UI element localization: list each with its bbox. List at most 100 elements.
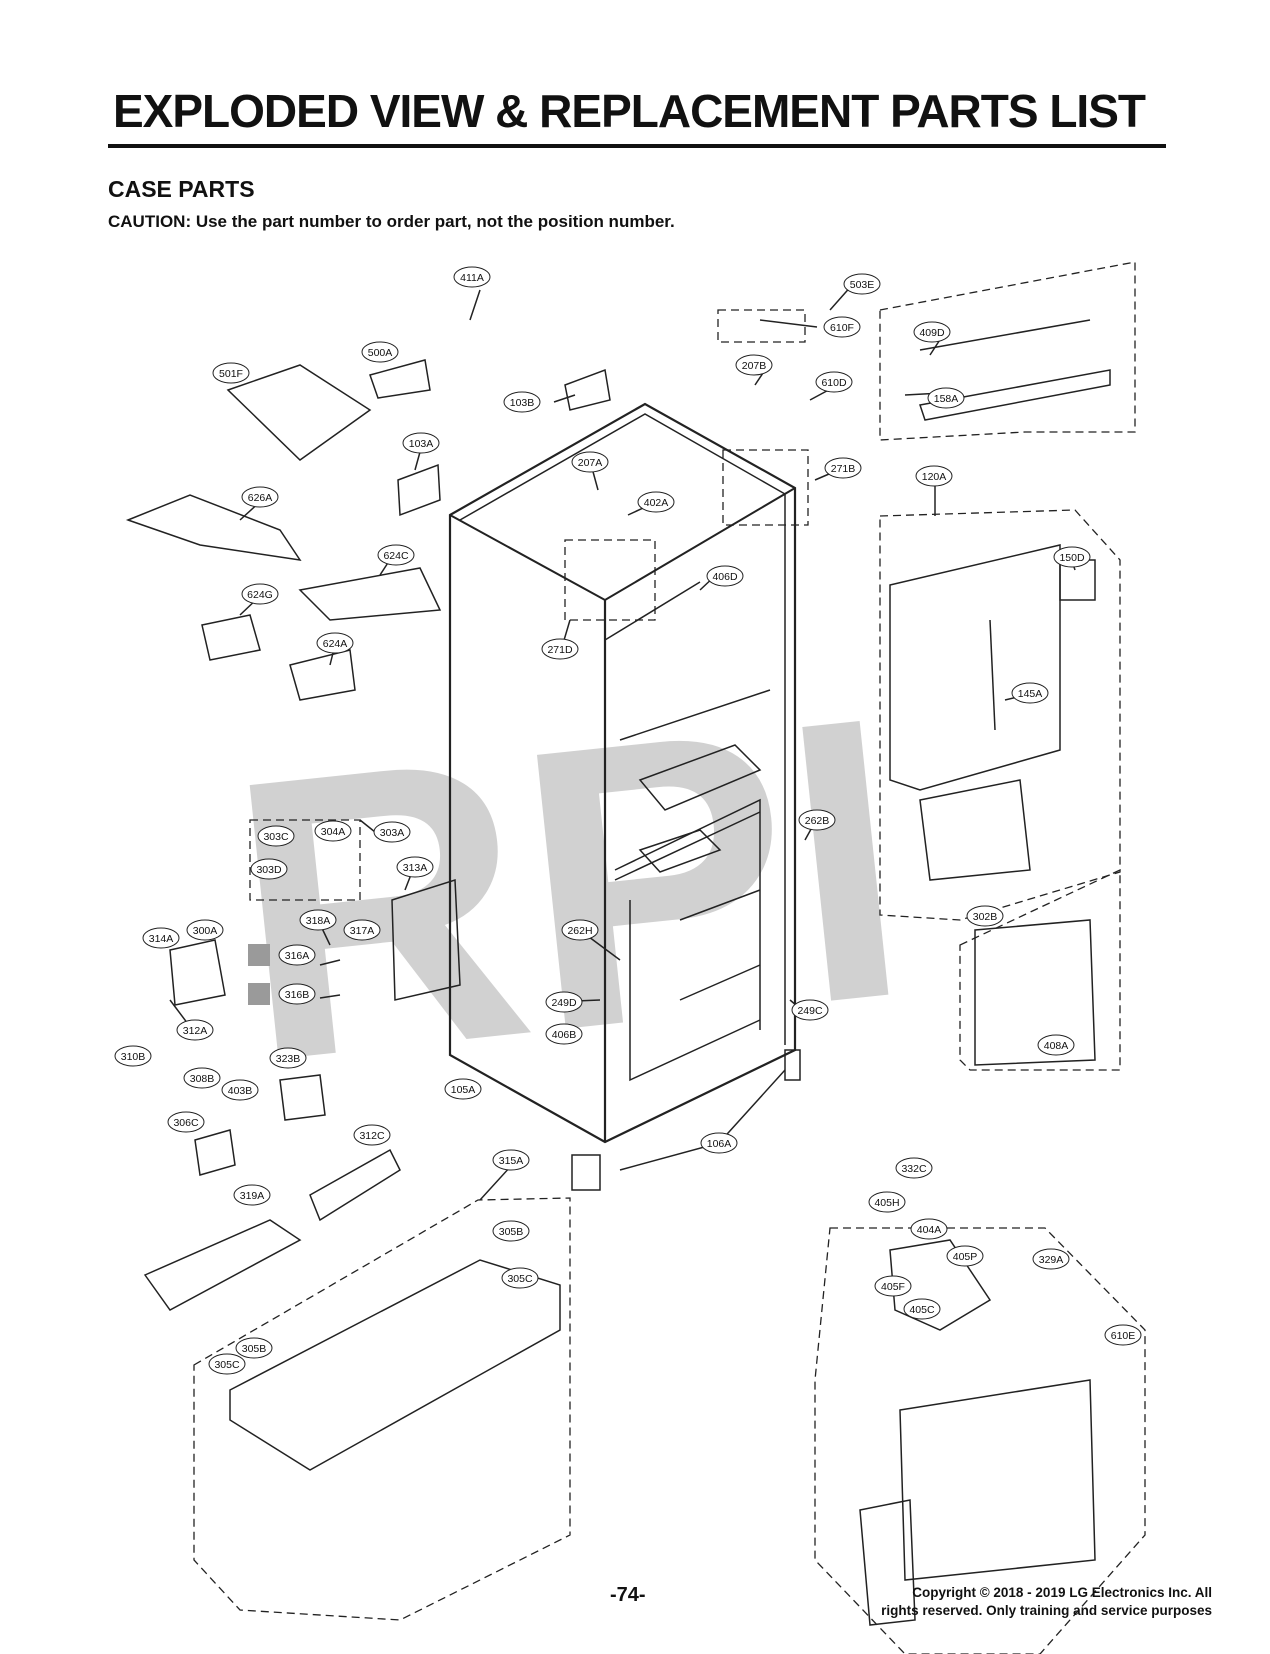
callout-label: 406B bbox=[552, 1029, 577, 1041]
callout-302B: 302B bbox=[966, 905, 1004, 927]
callout-120A: 120A bbox=[915, 465, 953, 487]
callout-label: 158A bbox=[934, 393, 959, 405]
callout-624C: 624C bbox=[377, 544, 415, 566]
callout-500A: 500A bbox=[361, 341, 399, 363]
callout-label: 303A bbox=[380, 827, 405, 839]
callout-label: 145A bbox=[1018, 688, 1043, 700]
copyright-line-1: Copyright © 2018 - 2019 LG Electronics I… bbox=[912, 1585, 1212, 1600]
callout-label: 402A bbox=[644, 497, 669, 509]
callout-303C: 303C bbox=[257, 825, 295, 847]
callout-label: 305B bbox=[499, 1226, 524, 1238]
callout-label: 332C bbox=[901, 1163, 927, 1175]
callout-label: 305C bbox=[214, 1359, 240, 1371]
callout-313A: 313A bbox=[396, 856, 434, 878]
callout-304A: 304A bbox=[314, 820, 352, 842]
callout-312A: 312A bbox=[176, 1019, 214, 1041]
callout-305B: 305B bbox=[492, 1220, 530, 1242]
callout-label: 303C bbox=[263, 831, 289, 843]
copyright-notice: Copyright © 2018 - 2019 LG Electronics I… bbox=[792, 1584, 1212, 1620]
callout-label: 120A bbox=[922, 471, 947, 483]
callout-405F: 405F bbox=[874, 1275, 912, 1297]
callout-103B: 103B bbox=[503, 391, 541, 413]
callout-158A: 158A bbox=[927, 387, 965, 409]
callout-label: 302B bbox=[973, 911, 998, 923]
callout-label: 271D bbox=[547, 644, 573, 656]
callout-402A: 402A bbox=[637, 491, 675, 513]
callout-409D: 409D bbox=[913, 321, 951, 343]
callout-label: 262B bbox=[805, 815, 830, 827]
callout-label: 406D bbox=[712, 571, 738, 583]
callout-329A: 329A bbox=[1032, 1248, 1070, 1270]
callout-label: 318A bbox=[306, 915, 331, 927]
callout-403B: 403B bbox=[221, 1079, 259, 1101]
watermark: RPI bbox=[214, 632, 924, 1146]
callout-label: 501F bbox=[219, 368, 243, 380]
callout-label: 312C bbox=[359, 1130, 385, 1142]
callout-label: 610F bbox=[830, 322, 854, 334]
callout-label: 304A bbox=[321, 826, 346, 838]
callout-label: 315A bbox=[499, 1155, 524, 1167]
callout-label: 405C bbox=[909, 1304, 935, 1316]
callout-150D: 150D bbox=[1053, 546, 1091, 568]
callout-label: 105A bbox=[451, 1084, 476, 1096]
callout-271D: 271D bbox=[541, 638, 579, 660]
callout-310B: 310B bbox=[114, 1045, 152, 1067]
callout-label: 411A bbox=[460, 272, 484, 284]
callout-label: 207B bbox=[742, 360, 767, 372]
callout-406B: 406B bbox=[545, 1023, 583, 1045]
callout-207A: 207A bbox=[571, 451, 609, 473]
callout-label: 300A bbox=[193, 925, 218, 937]
callout-624G: 624G bbox=[241, 583, 279, 605]
callout-label: 405H bbox=[874, 1197, 899, 1209]
callout-label: 610E bbox=[1111, 1330, 1136, 1342]
caution-note: CAUTION: Use the part number to order pa… bbox=[108, 212, 675, 231]
callout-314A: 314A bbox=[142, 927, 180, 949]
callout-label: 626A bbox=[248, 492, 273, 504]
callout-label: 408A bbox=[1044, 1040, 1069, 1052]
callout-label: 106A bbox=[707, 1138, 732, 1150]
callout-503E: 503E bbox=[843, 273, 881, 295]
callout-315A: 315A bbox=[492, 1149, 530, 1171]
callout-label: 319A bbox=[240, 1190, 265, 1202]
callout-label: 103B bbox=[510, 397, 535, 409]
callout-626A: 626A bbox=[241, 486, 279, 508]
callout-label: 314A bbox=[149, 933, 174, 945]
callout-404A: 404A bbox=[910, 1218, 948, 1240]
callout-610E: 610E bbox=[1104, 1324, 1142, 1346]
callout-610D: 610D bbox=[815, 371, 853, 393]
callout-label: 500A bbox=[368, 347, 393, 359]
callout-label: 306C bbox=[173, 1117, 199, 1129]
callout-label: 207A bbox=[578, 457, 603, 469]
callout-label: 150D bbox=[1059, 552, 1085, 564]
callout-303D: 303D bbox=[250, 858, 288, 880]
callout-610F: 610F bbox=[823, 316, 861, 338]
callout-label: 312A bbox=[183, 1025, 208, 1037]
callout-label: 313A bbox=[403, 862, 428, 874]
page-title: EXPLODED VIEW & REPLACEMENT PARTS LIST bbox=[113, 85, 1146, 137]
callout-332C: 332C bbox=[895, 1157, 933, 1179]
callout-305C: 305C bbox=[208, 1353, 246, 1375]
callout-label: 404A bbox=[917, 1224, 942, 1236]
callout-323B: 323B bbox=[269, 1047, 307, 1069]
callout-145A: 145A bbox=[1011, 682, 1049, 704]
callout-label: 405F bbox=[881, 1281, 905, 1293]
callout-300A: 300A bbox=[186, 919, 224, 941]
callout-411A: 411A bbox=[453, 266, 491, 288]
callout-label: 624G bbox=[247, 589, 273, 601]
callout-249D: 249D bbox=[545, 991, 583, 1013]
callout-label: 305B bbox=[242, 1343, 267, 1355]
callout-405H: 405H bbox=[868, 1191, 906, 1213]
callout-label: 624C bbox=[383, 550, 409, 562]
callout-label: 503E bbox=[850, 279, 875, 291]
callout-106A: 106A bbox=[700, 1132, 738, 1154]
callout-262H: 262H bbox=[561, 919, 599, 941]
callout-319A: 319A bbox=[233, 1184, 271, 1206]
callout-405C: 405C bbox=[903, 1298, 941, 1320]
callout-105A: 105A bbox=[444, 1078, 482, 1100]
callout-501F: 501F bbox=[212, 362, 250, 384]
drawing-lines bbox=[125, 261, 1146, 1654]
page-number: -74- bbox=[610, 1584, 646, 1606]
title-rule bbox=[108, 144, 1166, 148]
callout-label: 262H bbox=[567, 925, 592, 937]
